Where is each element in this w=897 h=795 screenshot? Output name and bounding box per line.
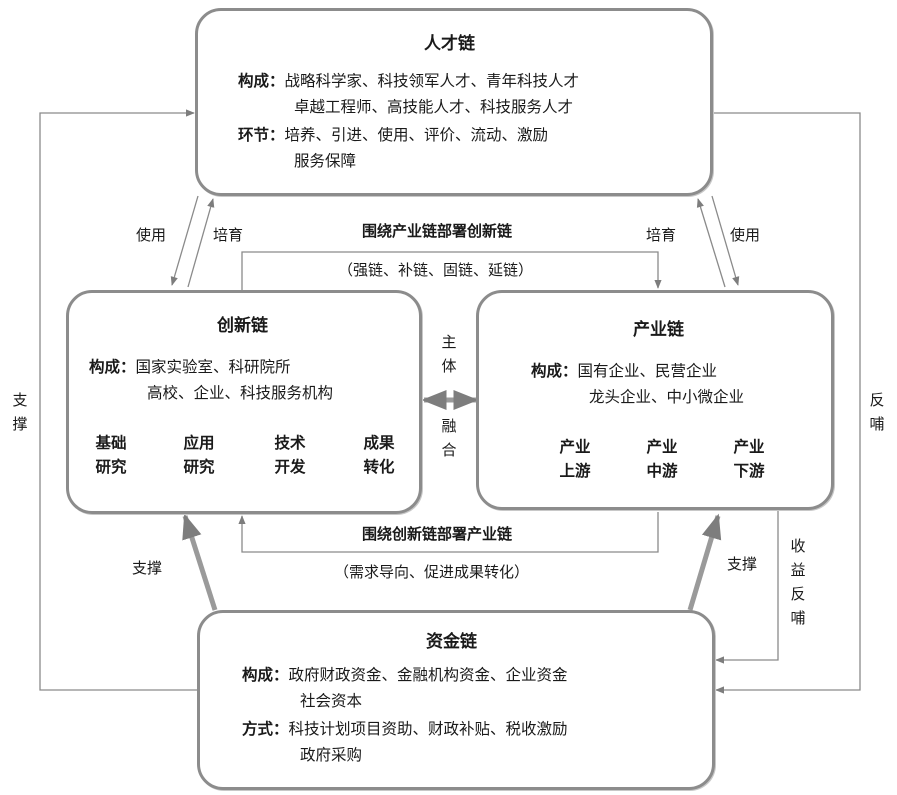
capital-methods-line1: 方式：科技计划项目资助、财政补贴、税收激励 — [242, 717, 568, 739]
innovation-composition-key: 构成： — [89, 358, 136, 376]
bottom-middle-subtitle: （需求导向、促进成果转化） — [334, 563, 530, 581]
stage-tech-development: 技术开发 — [268, 431, 312, 479]
revenue-feedback-label: 收 益 反 哺 — [788, 534, 808, 630]
top-middle-title: 围绕产业链部署创新链 — [362, 222, 513, 240]
talent-links-line2: 服务保障 — [294, 152, 357, 170]
innovation-composition-line2: 高校、企业、科技服务机构 — [147, 384, 334, 402]
stage-label: 开发 — [274, 458, 306, 476]
feedback-char: 哺 — [869, 415, 885, 433]
stage-label: 产业 — [733, 438, 765, 456]
bottom-middle-title: 围绕创新链部署产业链 — [362, 525, 513, 543]
capital-composition-line2: 社会资本 — [300, 692, 363, 710]
capital-chain-title: 资金链 — [426, 632, 477, 652]
innovation-composition-line1: 构成：国家实验室、科研院所 — [89, 355, 291, 377]
support-label-bottom-right: 支撑 — [727, 555, 758, 573]
subject-char: 体 — [441, 357, 457, 375]
capital-composition-key: 构成： — [242, 666, 289, 684]
innovation-chain-title: 创新链 — [217, 316, 268, 336]
top-middle-subtitle: （强链、补链、固链、延链） — [338, 261, 534, 279]
talent-composition-text1: 战略科学家、科技领军人才、青年科技人才 — [284, 72, 580, 90]
industry-composition-key: 构成： — [531, 362, 578, 380]
stage-label: 基础 — [95, 434, 127, 452]
fusion-char: 融 — [441, 417, 457, 435]
industry-composition-line2: 龙头企业、中小微企业 — [589, 388, 745, 406]
cultivate-label-left: 培育 — [213, 226, 244, 244]
stage-downstream: 产业下游 — [727, 435, 771, 483]
stage-applied-research: 应用研究 — [177, 431, 221, 479]
capital-methods-key: 方式： — [242, 720, 289, 738]
use-label-right: 使用 — [730, 226, 761, 244]
use-arrow-right — [711, 195, 740, 286]
talent-composition-key: 构成： — [238, 72, 285, 90]
innovation-chain-box: 创新链 构成：国家实验室、科研院所 高校、企业、科技服务机构 基础研究 应用研究… — [66, 290, 422, 514]
stage-label: 成果 — [363, 434, 395, 452]
support-loop-left-arrow — [39, 109, 198, 691]
revenue-feedback-char: 益 — [790, 561, 806, 579]
stage-upstream: 产业上游 — [553, 435, 597, 483]
talent-links-key: 环节： — [238, 126, 285, 144]
support-char: 支 — [12, 391, 28, 409]
capital-composition-line1: 构成：政府财政资金、金融机构资金、企业资金 — [242, 663, 568, 685]
revenue-feedback-char: 收 — [790, 537, 806, 555]
stage-label: 转化 — [363, 458, 395, 476]
feedback-label-far-right: 反 哺 — [867, 388, 887, 436]
revenue-feedback-char: 反 — [790, 585, 806, 603]
talent-composition-line1: 构成：战略科学家、科技领军人才、青年科技人才 — [238, 69, 579, 91]
talent-chain-box: 人才链 构成：战略科学家、科技领军人才、青年科技人才 卓越工程师、高技能人才、科… — [195, 8, 713, 196]
use-arrow-left — [170, 195, 199, 286]
cultivate-arrow-left — [187, 198, 215, 288]
capital-chain-box: 资金链 构成：政府财政资金、金融机构资金、企业资金 社会资本 方式：科技计划项目… — [197, 610, 715, 790]
revenue-feedback-arrow — [715, 506, 779, 664]
cultivate-arrow-right — [696, 198, 726, 288]
stage-label: 技术 — [274, 434, 306, 452]
talent-chain-title: 人才链 — [424, 34, 475, 54]
industry-chain-title: 产业链 — [633, 320, 684, 340]
capital-composition-text1: 政府财政资金、金融机构资金、企业资金 — [288, 666, 568, 684]
industry-to-innovation-arrow — [238, 512, 659, 553]
stage-label: 上游 — [559, 462, 591, 480]
support-arrow-innovation — [182, 513, 218, 611]
feedback-char: 反 — [869, 391, 885, 409]
industry-chain-box: 产业链 构成：国有企业、民营企业 龙头企业、中小微企业 产业上游 产业中游 产业… — [476, 290, 834, 510]
subject-char: 主 — [441, 333, 457, 351]
cultivate-label-right: 培育 — [646, 226, 677, 244]
industry-composition-line1: 构成：国有企业、民营企业 — [531, 359, 717, 381]
capital-methods-text1: 科技计划项目资助、财政补贴、税收激励 — [288, 720, 568, 738]
talent-links-text1: 培养、引进、使用、评价、流动、激励 — [284, 126, 549, 144]
fusion-label: 融 合 — [439, 414, 459, 462]
support-label-far-left: 支 撑 — [10, 388, 30, 436]
innovation-to-industry-arrow — [241, 251, 662, 292]
feedback-loop-right-arrow — [712, 112, 861, 694]
stage-label: 下游 — [733, 462, 765, 480]
stage-label: 应用 — [183, 434, 215, 452]
stage-midstream: 产业中游 — [640, 435, 684, 483]
innovation-composition-text1: 国家实验室、科研院所 — [135, 358, 291, 376]
stage-result-transfer: 成果转化 — [357, 431, 401, 479]
subject-label: 主 体 — [439, 330, 459, 378]
stage-label: 研究 — [95, 458, 127, 476]
stage-label: 中游 — [646, 462, 678, 480]
fusion-char: 合 — [441, 441, 457, 459]
talent-links-line1: 环节：培养、引进、使用、评价、流动、激励 — [238, 123, 548, 145]
support-label-bottom-left: 支撑 — [132, 559, 163, 577]
stage-label: 产业 — [559, 438, 591, 456]
use-label-left: 使用 — [136, 226, 167, 244]
industry-composition-text1: 国有企业、民营企业 — [577, 362, 718, 380]
talent-composition-line2: 卓越工程师、高技能人才、科技服务人才 — [294, 98, 574, 116]
stage-basic-research: 基础研究 — [89, 431, 133, 479]
capital-methods-line2: 政府采购 — [300, 746, 363, 764]
stage-label: 研究 — [183, 458, 215, 476]
stage-label: 产业 — [646, 438, 678, 456]
support-char: 撑 — [12, 415, 28, 433]
support-arrow-industry — [687, 513, 722, 611]
revenue-feedback-char: 哺 — [790, 609, 806, 627]
